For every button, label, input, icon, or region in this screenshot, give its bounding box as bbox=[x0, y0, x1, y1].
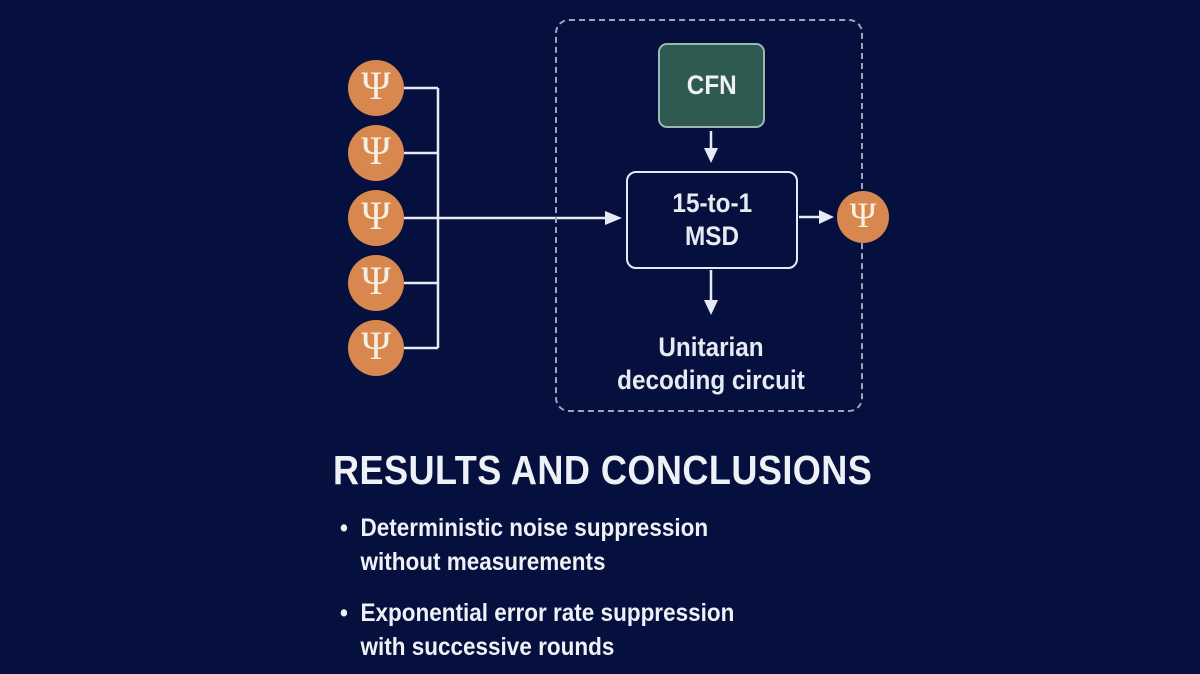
results-bullet-list: • Deterministic noise suppression withou… bbox=[340, 511, 778, 674]
psi-symbol: Ψ bbox=[361, 193, 391, 238]
bullet-text: Deterministic noise suppression without … bbox=[360, 511, 708, 579]
bullet-line2: without measurements bbox=[360, 548, 606, 576]
bullet-line1: Exponential error rate suppression bbox=[360, 599, 735, 627]
cfn-box: CFN bbox=[658, 43, 765, 128]
output-state-circle: Ψ bbox=[837, 191, 889, 243]
bullet-item: • Deterministic noise suppression withou… bbox=[340, 511, 734, 579]
decoder-label-line1: Unitarian bbox=[658, 332, 764, 362]
bullet-item: • Exponential error rate suppression wit… bbox=[340, 596, 734, 664]
bullet-text: Exponential error rate suppression with … bbox=[360, 596, 734, 664]
psi-symbol: Ψ bbox=[361, 128, 391, 173]
input-state-circle: Ψ bbox=[348, 255, 404, 311]
input-state-circle: Ψ bbox=[348, 60, 404, 116]
decoder-label-line2: decoding circuit bbox=[617, 365, 805, 395]
bullet-line1: Deterministic noise suppression bbox=[360, 514, 709, 542]
bullet-marker: • bbox=[340, 599, 348, 627]
input-state-circle: Ψ bbox=[348, 320, 404, 376]
psi-symbol: Ψ bbox=[361, 258, 391, 303]
msd-box: 15-to-1 MSD bbox=[626, 171, 798, 269]
input-state-circle: Ψ bbox=[348, 125, 404, 181]
bullet-marker: • bbox=[340, 514, 348, 542]
input-state-circle: Ψ bbox=[348, 190, 404, 246]
psi-symbol: Ψ bbox=[361, 63, 391, 108]
msd-label-line2: MSD bbox=[685, 221, 739, 251]
cfn-label: CFN bbox=[686, 70, 737, 100]
psi-symbol: Ψ bbox=[361, 323, 391, 368]
msd-label-line1: 15-to-1 bbox=[672, 188, 752, 218]
results-heading: RESULTS AND CONCLUSIONS bbox=[333, 447, 873, 493]
decoder-label: Unitarian decoding circuit bbox=[561, 331, 861, 397]
bullet-line2: with successive rounds bbox=[360, 633, 615, 661]
psi-symbol: Ψ bbox=[849, 195, 877, 235]
